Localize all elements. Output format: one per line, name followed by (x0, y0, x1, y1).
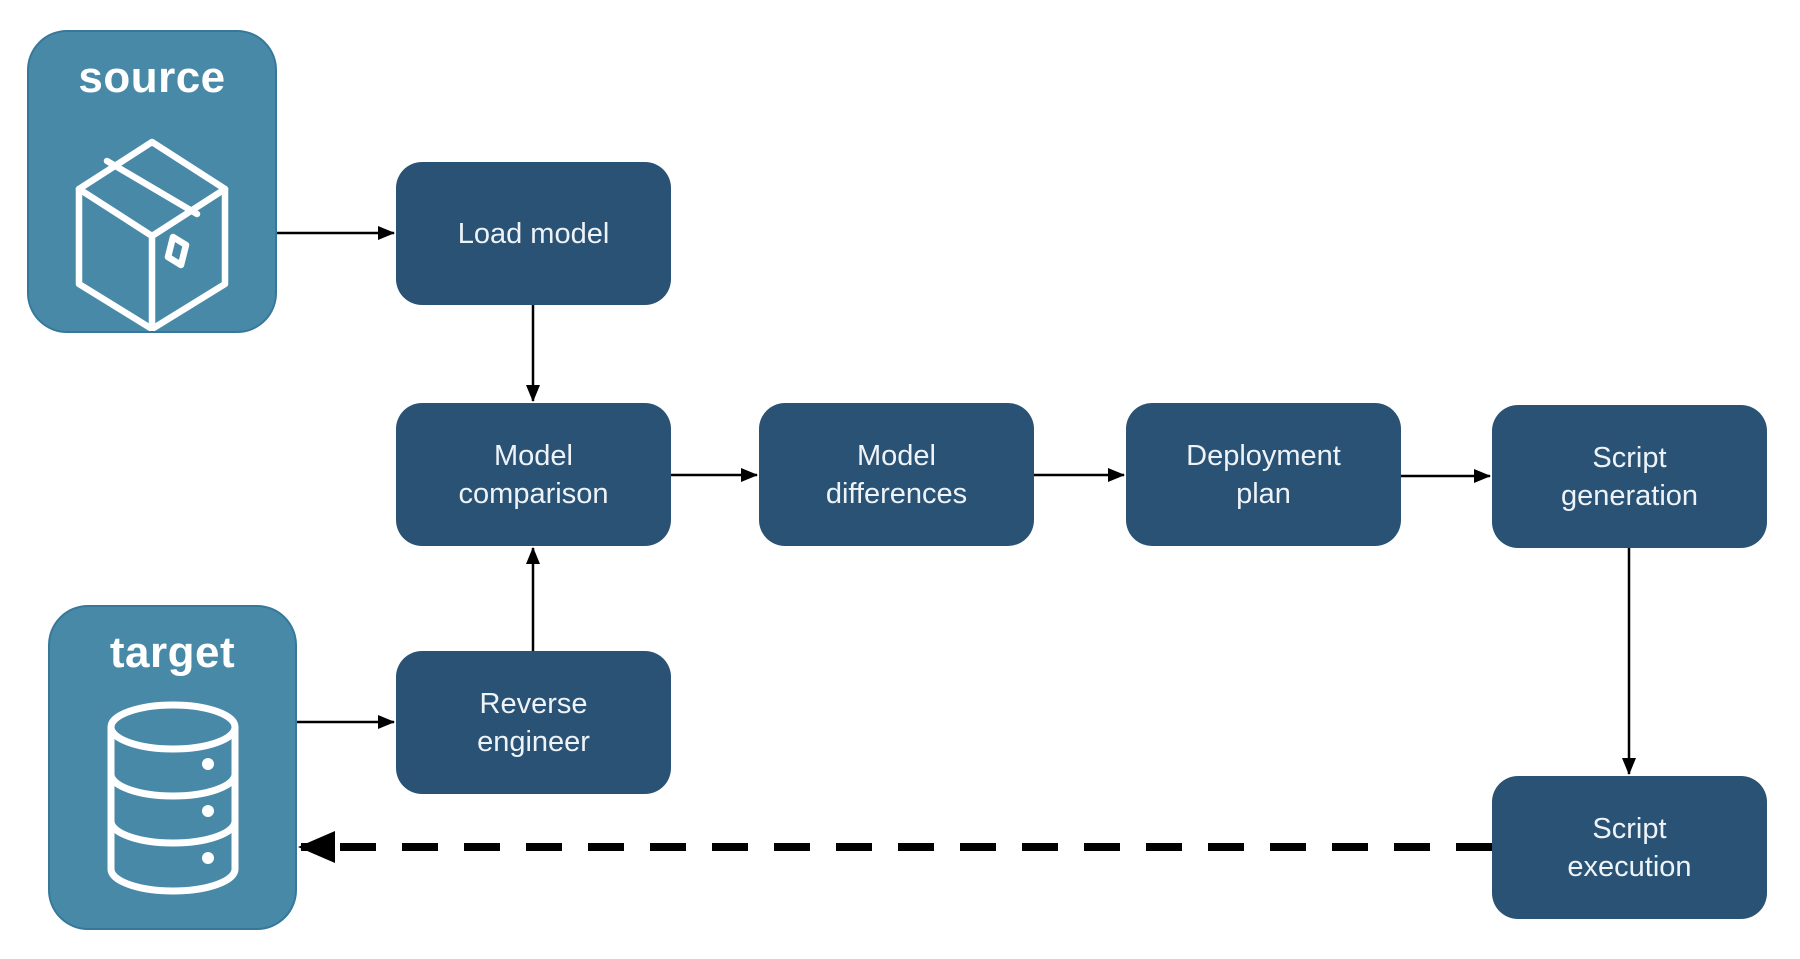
package-icon (67, 134, 237, 331)
node-label: Load model (457, 217, 610, 250)
source-container: source (27, 30, 277, 333)
target-container: target (48, 605, 297, 930)
target-label: target (109, 628, 236, 677)
node-label: Model comparison (458, 439, 609, 510)
node-label: Deployment plan (1186, 439, 1341, 510)
node-label: Script generation (1560, 441, 1699, 512)
node-deployment-plan: Deployment plan (1126, 403, 1401, 546)
node-script-generation: Script generation (1492, 405, 1767, 548)
node-model-comparison: Model comparison (396, 403, 671, 546)
node-label: Reverse engineer (477, 687, 590, 758)
node-load-model: Load model (396, 162, 671, 305)
node-script-execution: Script execution (1492, 776, 1767, 919)
source-label: source (78, 53, 226, 102)
node-reverse-engineer: Reverse engineer (396, 651, 671, 794)
node-label: Script execution (1567, 812, 1692, 883)
database-icon (98, 701, 248, 896)
node-label: Model differences (825, 439, 968, 510)
node-model-differences: Model differences (759, 403, 1034, 546)
